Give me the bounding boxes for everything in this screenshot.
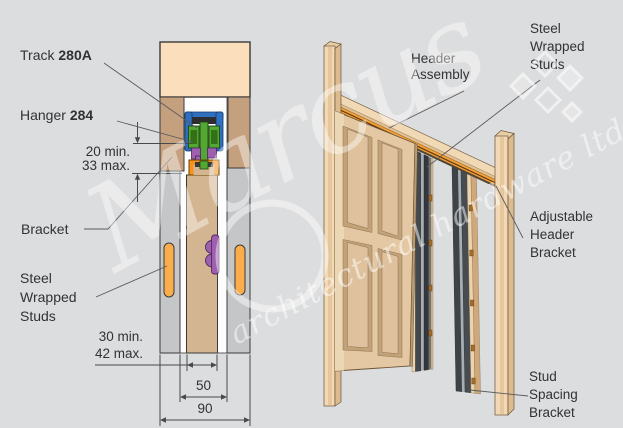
track-mounting-bar (192, 117, 216, 124)
leader-lines-left (84, 62, 198, 298)
header-block (159, 41, 251, 98)
door-panels (342, 125, 403, 358)
wall-width-dimension: 90 (197, 401, 213, 416)
stud-spacing-brackets (468, 204, 476, 385)
hanger-wheel-right (211, 130, 218, 144)
hanger-wheel-left (190, 130, 197, 144)
dimension-arrowheads (134, 137, 250, 423)
panel-door (334, 110, 418, 372)
hanger-label: Hanger 284 (20, 107, 94, 123)
cross-section-view (84, 41, 251, 426)
flush-pull (205, 234, 220, 275)
steel-wrapped-studs-label-left: Steel Wrapped Studs (20, 270, 77, 324)
pocket-width-dimension: 50 (195, 378, 212, 393)
right-jamb-stud (227, 96, 251, 169)
header-assembly-label: Header Assembly (411, 51, 470, 82)
steel-wrapped-studs-label-right: Steel Wrapped Studs (530, 21, 585, 72)
steel-wrapped-stud-sections (163, 242, 246, 298)
bracket-label: Bracket (21, 221, 69, 237)
perspective-view (323, 41, 541, 416)
hanger-clearance-dimension: 20 min. 33 max. (81, 144, 130, 173)
door-thickness-dimension: 30 min. 42 max. (94, 329, 143, 361)
door-top-bracket (188, 159, 220, 176)
track-label: Track 280A (20, 47, 92, 63)
adjustable-header-bracket-label: Adjustable Header Bracket (530, 209, 594, 260)
stud-spacing-bracket-label: Stud Spacing Bracket (529, 369, 578, 420)
steel-wrapped-stud-assembly (451, 166, 481, 395)
right-timber-stud (494, 130, 515, 416)
